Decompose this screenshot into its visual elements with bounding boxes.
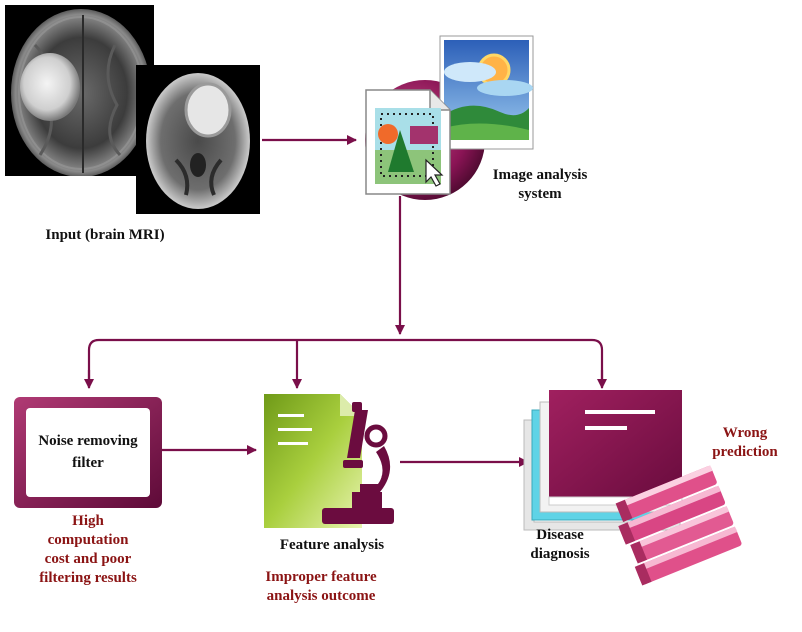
noise-filter-label: Noise removing filter	[26, 430, 150, 474]
connectors	[84, 135, 607, 467]
image-analysis-label-line1: Image analysis	[492, 167, 588, 183]
disease-issue-line2: prediction	[712, 444, 778, 460]
feature-analysis-label: Feature analysis	[279, 537, 385, 553]
noise-filter-label-line1: Noise removing	[38, 433, 138, 449]
image-analysis-icon	[365, 35, 534, 200]
disease-issue-line1: Wrong	[722, 425, 768, 441]
disease-label-line1: Disease	[536, 527, 584, 543]
mri-scan-2-drawing	[146, 73, 250, 209]
distribution-line	[87, 338, 604, 384]
mri-image-2	[136, 65, 260, 214]
feature-issue-line2: analysis outcome	[266, 588, 376, 604]
image-analysis-label: Image analysis system	[470, 166, 610, 204]
noise-issue-line4: filtering results	[39, 570, 137, 586]
noise-issue-line1: High	[72, 513, 104, 529]
disease-diagnosis-label: Disease diagnosis	[500, 526, 620, 564]
disease-diagnosis-issue: Wrong prediction	[690, 424, 800, 462]
noise-filter-issue: High computation cost and poor filtering…	[18, 512, 158, 588]
noise-filter-icon	[14, 397, 162, 508]
noise-issue-line2: computation	[47, 532, 129, 548]
input-label: Input (brain MRI)	[45, 227, 165, 243]
noise-filter-label-line2: filter	[72, 455, 104, 471]
feature-issue-line1: Improper feature	[265, 569, 377, 585]
image-analysis-label-line2: system	[518, 186, 562, 202]
feature-analysis-issue: Improper feature analysis outcome	[236, 568, 406, 606]
pink-books-icon	[615, 465, 742, 586]
feature-analysis-icon	[264, 394, 394, 528]
noise-issue-line3: cost and poor	[44, 551, 132, 567]
disease-label-line2: diagnosis	[530, 546, 590, 562]
